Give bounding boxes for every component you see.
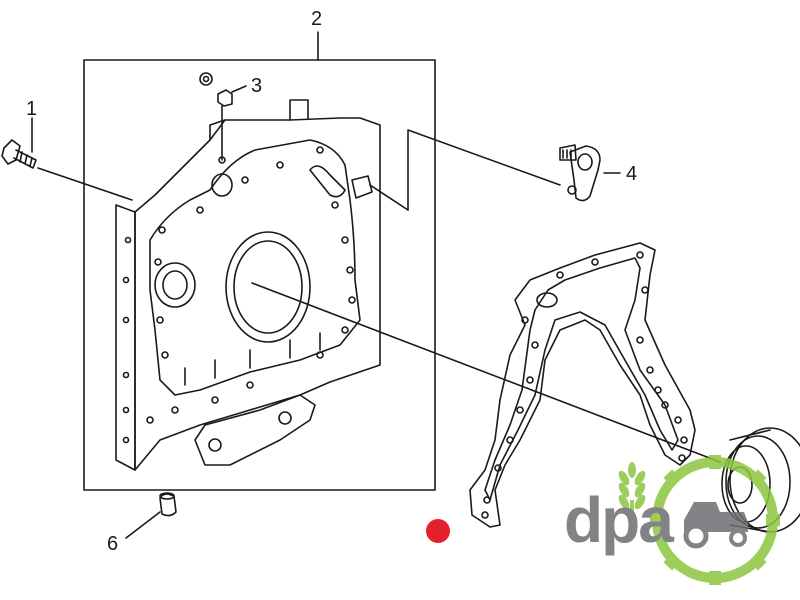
top-boss — [211, 173, 233, 197]
plate-to-gasket-line — [251, 282, 721, 463]
left-boss — [154, 262, 196, 308]
part-4-bracket — [407, 129, 561, 211]
gear-icon — [650, 455, 780, 585]
mounting-tab — [194, 394, 316, 466]
callout-labels: 1 2 3 4 6 — [26, 8, 637, 555]
tractor-icon — [683, 502, 748, 549]
callout-4: 4 — [626, 163, 637, 185]
callout-1: 1 — [26, 98, 37, 120]
wheat-icon — [618, 462, 646, 512]
highlight-marker — [426, 519, 450, 543]
screw-part-3 — [199, 72, 233, 161]
callout-3: 3 — [251, 75, 262, 97]
callout-3-leader — [231, 85, 247, 93]
dpa-logo-text: dpa — [564, 484, 674, 556]
callout-6-leader — [125, 511, 161, 539]
callout-2: 2 — [311, 8, 322, 30]
front-plate — [115, 99, 381, 471]
center-opening — [225, 231, 311, 343]
dpa-logo: dpa — [564, 455, 780, 585]
plug-part-6 — [159, 492, 177, 517]
bolt-part-1 — [1, 139, 37, 169]
gasket-part — [469, 242, 696, 528]
bolt-to-plate-line — [37, 167, 133, 201]
assembly-frame — [83, 59, 436, 491]
cover-part-4 — [559, 144, 601, 202]
callout-6: 6 — [107, 533, 118, 555]
